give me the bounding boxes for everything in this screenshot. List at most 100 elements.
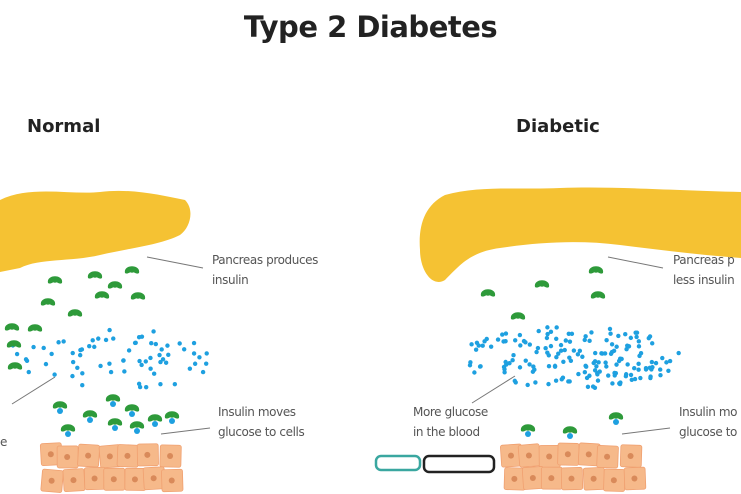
glucose-dot [191, 340, 197, 346]
glucose-dot [536, 328, 541, 334]
insulin-molecule [590, 291, 606, 299]
insulin-molecule [47, 276, 63, 284]
glucose-dot [634, 334, 639, 340]
body-cell [603, 468, 626, 492]
glucose-dot [149, 341, 154, 346]
glucose-dot [143, 359, 148, 364]
glucose-dot [197, 355, 202, 360]
body-cell [62, 468, 86, 493]
glucose-dot [523, 358, 528, 363]
glucose-dot [545, 331, 550, 337]
label-line: less insulin [673, 273, 735, 287]
glucose-dot [576, 371, 581, 377]
glucose-dot [70, 373, 75, 379]
glucose-dot [495, 337, 501, 342]
glucose-dot [650, 341, 655, 346]
glucose-dot [148, 366, 153, 371]
glucose-dot [200, 369, 206, 375]
glucose-dot [70, 350, 75, 356]
glucose-dot [625, 362, 630, 367]
body-cell [557, 442, 580, 466]
label-line: glucose to [679, 425, 737, 439]
glucose-dot [614, 362, 619, 367]
insulin-molecule [510, 312, 526, 320]
glucose-dot [513, 380, 518, 385]
glucose-dot [43, 361, 49, 367]
glucose-dot [160, 357, 166, 362]
glucose-dot [525, 382, 530, 388]
glucose-dot [52, 372, 57, 377]
label-glucose-normal-partial: e [0, 435, 7, 449]
glucose-dot [157, 352, 162, 358]
glucose-dot [527, 362, 532, 367]
label-line: Pancreas produces [212, 253, 319, 267]
glucose-dot [500, 332, 505, 337]
label-line: glucose to cells [218, 425, 305, 439]
leader-line [471, 375, 516, 404]
body-cell [40, 468, 64, 493]
glucose-dot [577, 348, 583, 353]
insulin-molecule [124, 266, 140, 274]
leader-line [146, 256, 204, 269]
glucose-dot [177, 341, 182, 346]
glucose-dot [554, 325, 559, 330]
label-glucose-diabetic: More glucose in the blood [413, 402, 488, 442]
glucose-dot [507, 360, 512, 366]
glucose-dot [80, 371, 85, 376]
glucose-dot [77, 352, 83, 358]
glucose-dot [632, 376, 638, 382]
glucose-dot [658, 372, 663, 378]
insulin-molecule [124, 404, 140, 417]
insulin-molecule [588, 266, 604, 274]
glucose-dot [587, 338, 592, 344]
body-cell [517, 443, 542, 468]
glucose-dot [563, 338, 569, 343]
glucose-dot [604, 337, 609, 343]
glucose-dot [543, 346, 548, 351]
glucose-dot [476, 343, 481, 348]
glucose-dot [108, 369, 114, 375]
glucose-dot [571, 348, 577, 353]
label-line: Insulin mo [679, 405, 738, 419]
glucose-dot [87, 343, 92, 349]
glucose-dot [96, 336, 101, 341]
insulin-molecule [480, 289, 496, 297]
glucose-dot [617, 381, 623, 387]
glucose-dot [582, 337, 587, 343]
insulin-molecule [6, 340, 22, 348]
glucose-dot [49, 351, 54, 357]
glucose-dot [580, 354, 585, 359]
body-cell [161, 468, 184, 493]
glucose-dot [594, 364, 599, 369]
glucose-dot [517, 365, 523, 370]
glucose-dot [153, 341, 159, 347]
glucose-dot [468, 360, 473, 365]
glucose-dot [203, 361, 209, 366]
glucose-dot [510, 358, 515, 363]
glucose-dot [92, 344, 97, 350]
insulin-molecule [608, 412, 624, 425]
pancreas-normal [0, 190, 191, 272]
glucose-dot [649, 359, 655, 365]
glucose-dot [75, 365, 80, 370]
glucose-dot [518, 343, 523, 348]
glucose-dot [56, 340, 61, 345]
insulin-molecule [107, 281, 123, 289]
glucose-dot [90, 338, 95, 343]
glucose-dot [636, 367, 641, 372]
glucose-dot [648, 375, 653, 381]
glucose-dot [80, 383, 85, 388]
glucose-dot [158, 381, 163, 387]
glucose-dot [595, 378, 601, 383]
glucose-dot [502, 370, 507, 375]
glucose-dot [163, 360, 169, 365]
glucose-dot [575, 352, 581, 357]
glucose-dot [482, 339, 487, 344]
leader-line [621, 427, 671, 435]
body-cell [623, 466, 647, 491]
leader-line [607, 256, 664, 269]
glucose-dot [623, 374, 629, 379]
label-cells-diabetic: Insulin mo glucose to [679, 402, 738, 442]
glucose-dot [603, 360, 608, 365]
glucose-dot [611, 348, 617, 354]
